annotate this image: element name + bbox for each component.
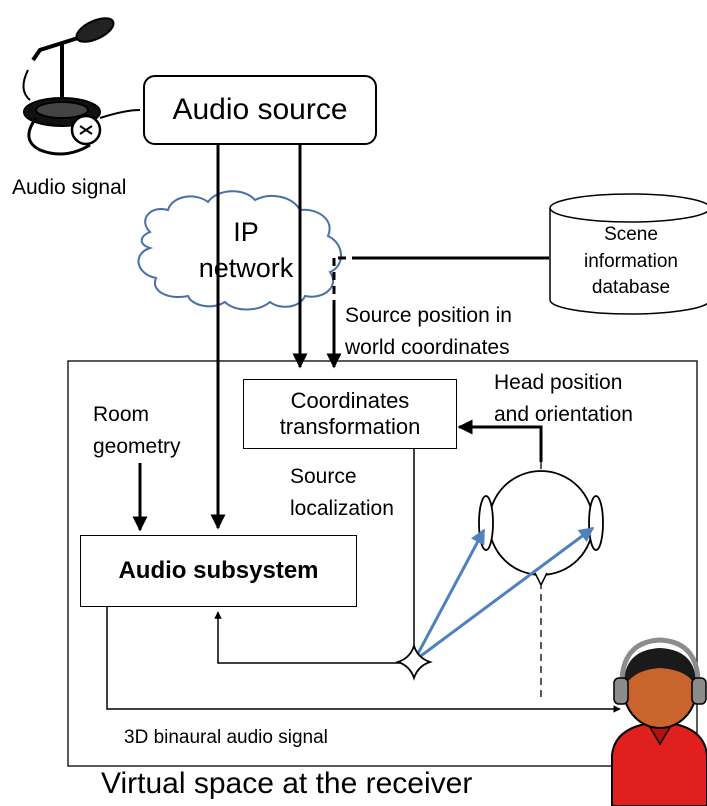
audio-source-label: Audio source [172,93,348,126]
virtual-source-star [395,643,433,681]
scene-db-line-3: database [591,277,671,299]
head-position-arrow [457,419,543,462]
listener-with-headphones-icon [611,637,707,806]
source-position-label: Source position in world coordinates [345,300,512,363]
head-position-line-2: and orientation [494,402,633,426]
head-position-label: Head position and orientation [494,367,633,430]
ip-network-line-1: IP [233,217,259,247]
room-geometry-line-1: Room [93,403,150,426]
source-position-line-1: Source position in [345,304,512,327]
sound-ray-right [413,526,595,663]
source-localization-line-2: localization [290,496,394,520]
coordinates-transformation-box: Coordinates transformation [243,379,457,449]
localization-to-subsystem-arrow [214,611,400,664]
ip-network-line-2: network [198,253,294,284]
scene-database-label: Scene information database [556,222,706,302]
scene-db-line-2: information [584,250,678,272]
microphone-icon [22,17,141,156]
source-localization-label: Source localization [290,461,394,524]
ip-network-label: IP network [186,214,306,287]
virtual-space-caption: Virtual space at the receiver [101,767,473,800]
scene-db-line-1: Scene [604,224,658,245]
binaural-output-arrow [106,605,621,713]
ip-network-cloud [137,190,342,311]
coordinates-line-1: Coordinates [290,387,410,413]
virtual-space-frame [67,360,698,767]
scene-database-cylinder [549,193,707,315]
room-geometry-line-2: geometry [93,434,181,458]
coordinates-line-2: transformation [279,414,421,439]
audio-source-box: Audio source [143,75,377,145]
source-localization-line-1: Source [290,465,357,488]
audio-subsystem-label: Audio subsystem [118,557,319,584]
source-position-line-2: world coordinates [345,335,510,359]
room-geometry-label: Room geometry [93,399,181,462]
binaural-signal-label: 3D binaural audio signal [124,727,328,748]
audio-signal-label: Audio signal [12,176,127,199]
head-position-line-1: Head position [494,371,623,394]
sound-ray-left [412,528,486,662]
audio-subsystem-box: Audio subsystem [80,535,357,607]
